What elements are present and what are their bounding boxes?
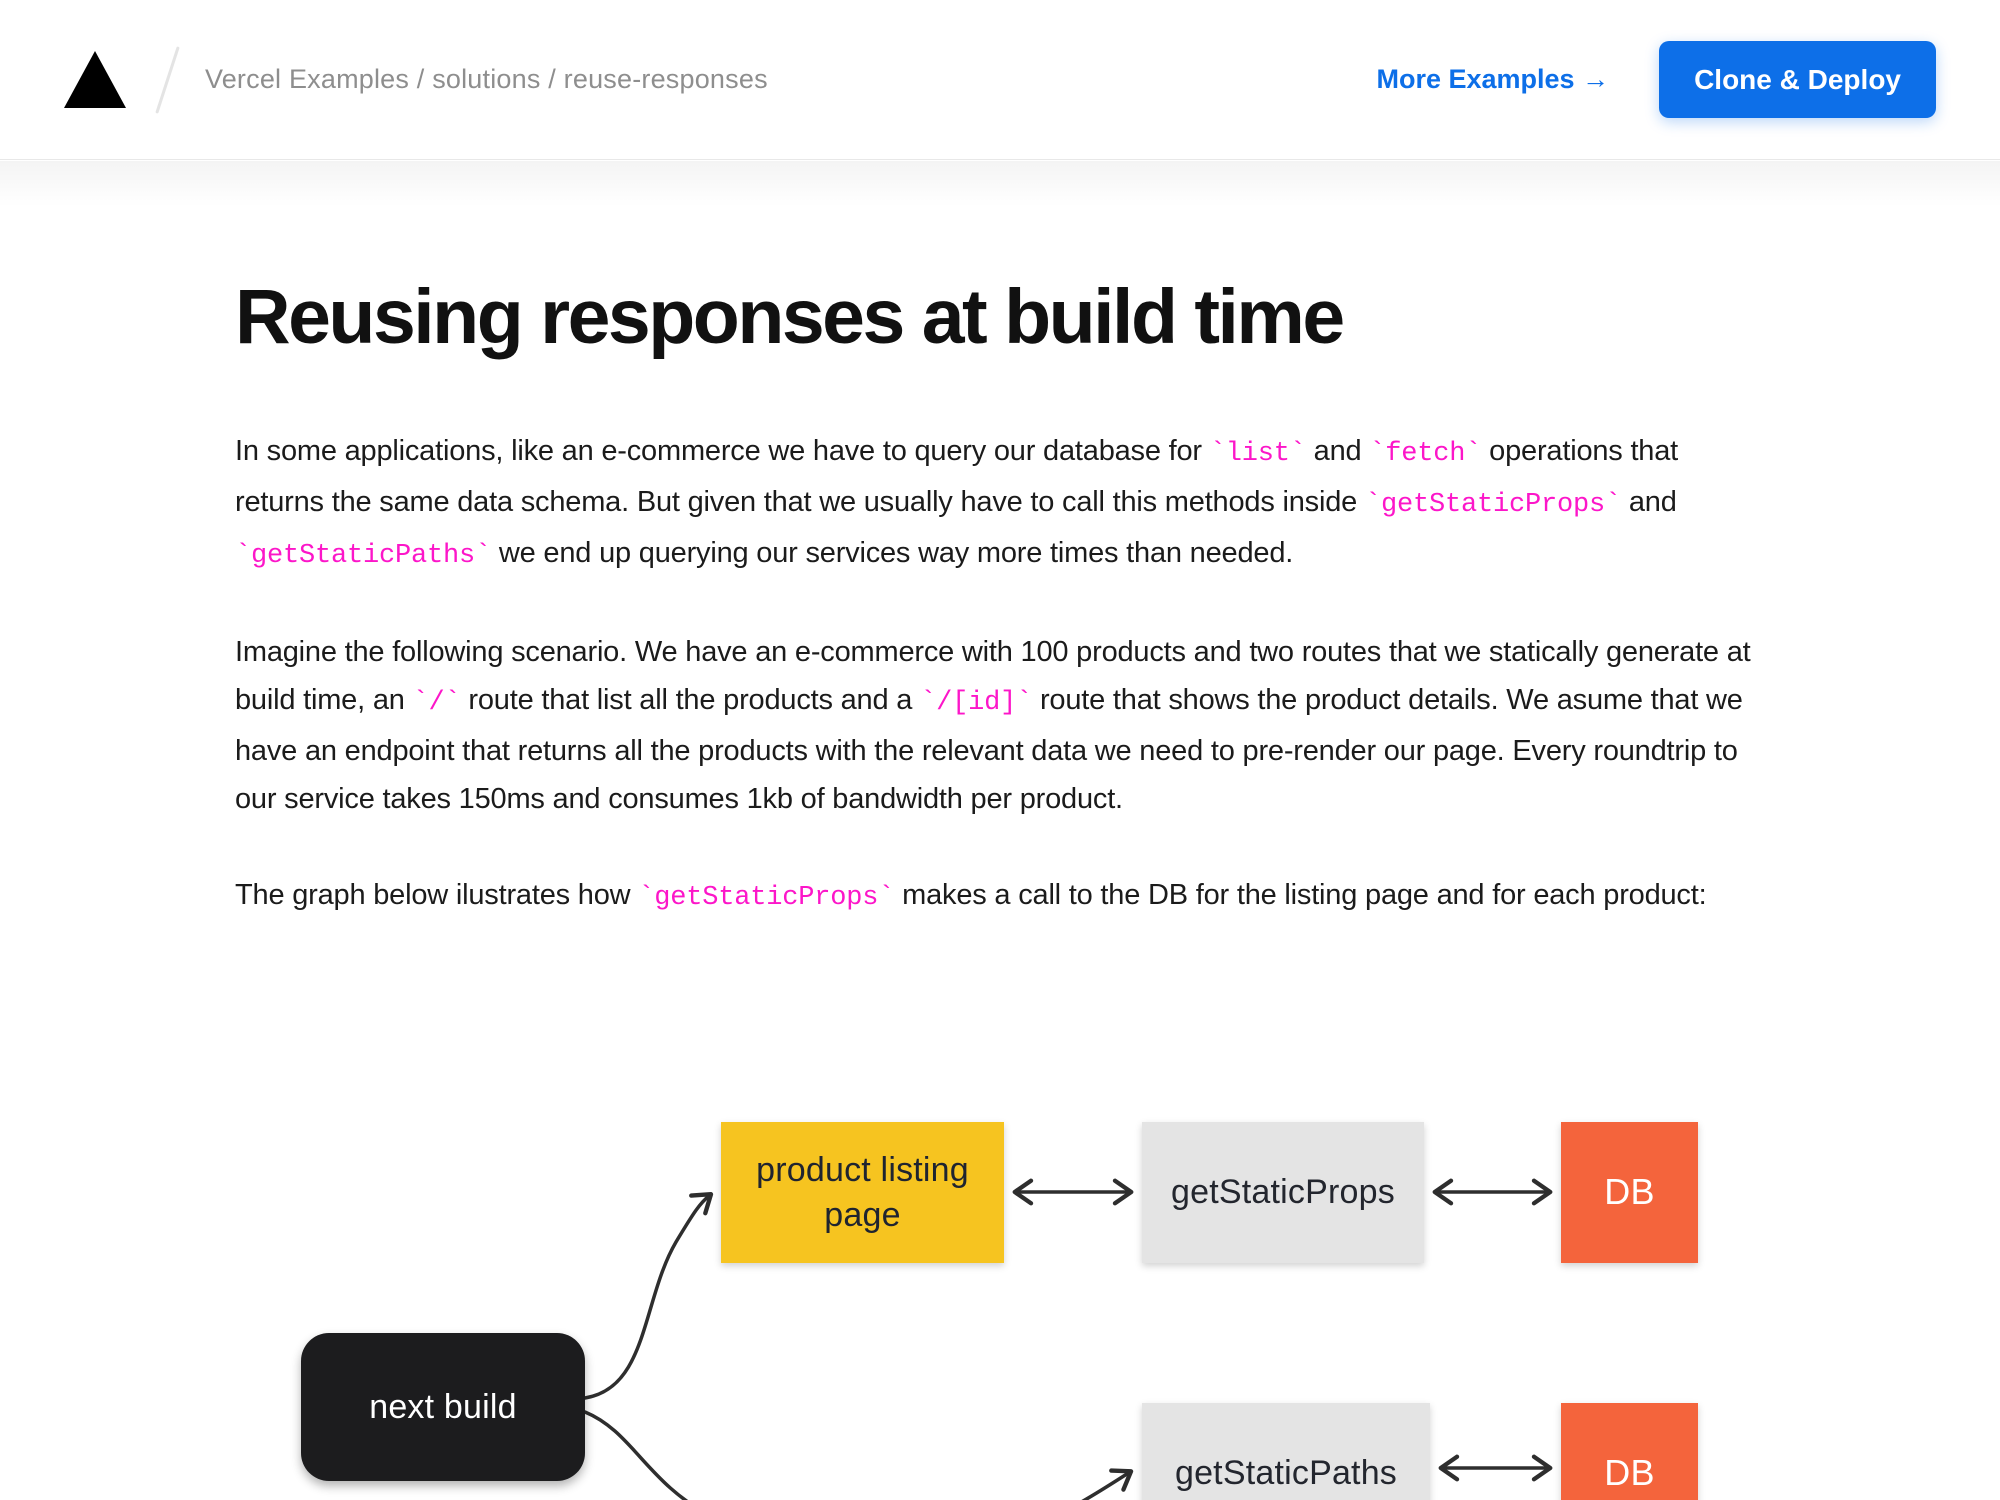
diagram-node-getstaticpaths: getStaticPaths [1142, 1403, 1430, 1500]
diagram-arrows [583, 1178, 1553, 1500]
node-label: product listing page [756, 1151, 969, 1234]
page-title: Reusing responses at build time [235, 274, 1345, 360]
node-label: getStaticPaths [1174, 1454, 1398, 1493]
text-run: we end up querying our services way more… [491, 537, 1294, 569]
breadcrumb-slash-divider [155, 45, 180, 114]
top-nav-bar: Vercel Examples / solutions / reuse-resp… [0, 0, 2000, 207]
vercel-logo-icon[interactable] [64, 51, 126, 108]
paragraph-graph: The graph below ilustrates how `getStati… [235, 871, 1765, 922]
text-run: In some applications, like an e-commerce… [235, 435, 1210, 467]
node-label: getStaticProps [1171, 1173, 1395, 1212]
diagram-node-db-top: DB [1561, 1122, 1698, 1263]
text-run: and [1305, 435, 1370, 467]
inline-code: `getStaticProps` [638, 883, 895, 913]
text-run: route that shows the product details. We… [235, 684, 1743, 815]
inline-code: `list` [1209, 439, 1306, 469]
inline-code: `getStaticProps` [1364, 490, 1621, 520]
build-flow-diagram: next build product listing page getStati… [0, 1040, 2000, 1500]
inline-code: `fetch` [1369, 439, 1482, 469]
inline-code: `/` [412, 688, 461, 718]
node-label: DB [1604, 1171, 1655, 1213]
text-run: and [1620, 486, 1677, 518]
node-label: DB [1604, 1452, 1655, 1494]
inline-code: `getStaticPaths` [235, 541, 492, 571]
more-examples-link[interactable]: More Examples → [1376, 64, 1610, 94]
breadcrumb[interactable]: Vercel Examples / solutions / reuse-resp… [205, 64, 768, 94]
paragraph-scenario: Imagine the following scenario. We have … [235, 628, 1765, 823]
diagram-node-getstaticprops: getStaticProps [1142, 1122, 1424, 1263]
text-run: makes a call to the DB for the listing p… [894, 879, 1707, 911]
diagram-node-product-listing-page: product listing page [721, 1122, 1004, 1263]
text-run: operations that returns the same data sc… [235, 435, 1679, 518]
text-run: route that list all the products and a [460, 684, 921, 716]
clone-deploy-button[interactable]: Clone & Deploy [1659, 41, 1936, 118]
header-actions: More Examples → Clone & Deploy [1376, 41, 1936, 118]
text-run: Imagine the following scenario. We have … [235, 636, 1751, 716]
edge-nextbuild-to-listing [583, 1192, 714, 1400]
paragraph-intro: In some applications, like an e-commerce… [235, 427, 1765, 580]
node-label: next build [369, 1387, 517, 1426]
text-run: The graph below ilustrates how [235, 879, 639, 911]
article: Reusing responses at build time In some … [235, 160, 1765, 922]
inline-code: `/[id]` [920, 688, 1033, 718]
diagram-node-db-bottom: DB [1561, 1403, 1698, 1500]
diagram-node-next-build: next build [301, 1333, 585, 1481]
edge-nextbuild-to-paths [583, 1410, 1134, 1500]
